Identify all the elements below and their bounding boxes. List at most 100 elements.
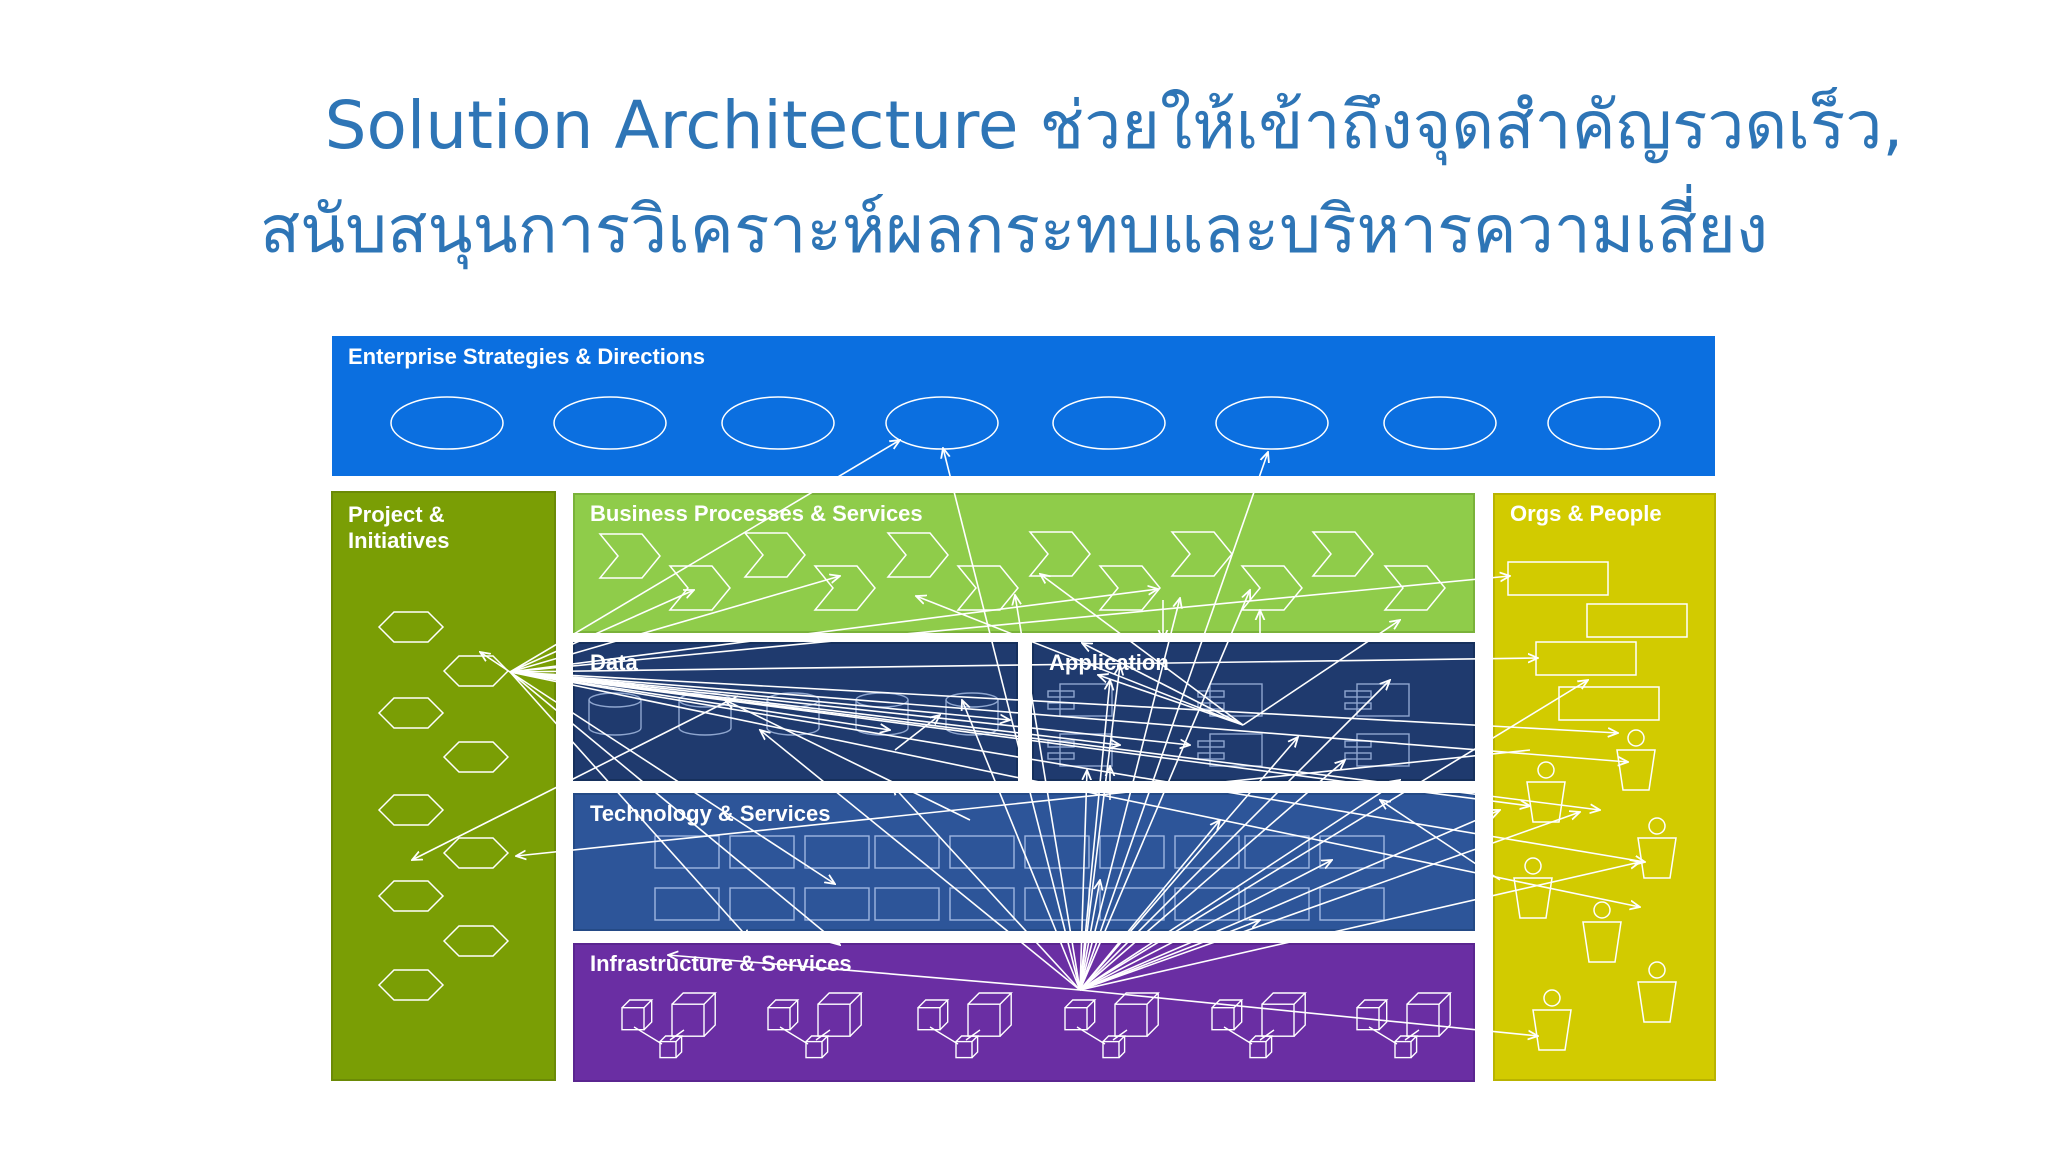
person-figure [1637, 961, 1677, 1023]
technology-box [949, 887, 1015, 921]
dependency-arrow [509, 671, 1010, 720]
dependency-arrow [1098, 675, 1244, 726]
dependency-arrow [962, 700, 1081, 991]
person-figure [1616, 729, 1656, 791]
dependency-arrow [1079, 452, 1268, 991]
org-box [1558, 686, 1660, 721]
technology-box [1099, 887, 1165, 921]
process-chevrons [598, 531, 1446, 611]
project-hexagons [377, 611, 510, 1001]
project-hexagon [442, 741, 510, 773]
projects-label-line-1: Project & [348, 502, 445, 527]
project-hexagon [377, 611, 445, 643]
dependency-arrow [509, 658, 1538, 673]
dependency-arrow [1079, 810, 1500, 991]
dependency-arrow [1242, 620, 1400, 726]
technology-box [1244, 835, 1310, 869]
dependency-arrow [509, 671, 835, 884]
dependency-arrow [1079, 880, 1100, 991]
process-chevron [1170, 531, 1233, 577]
application-component [1197, 733, 1263, 767]
technology-box [654, 887, 720, 921]
dependency-arrow [1079, 737, 1298, 991]
dependency-arrow [509, 671, 750, 940]
process-chevron [1240, 565, 1303, 611]
dependency-arrow [509, 440, 900, 673]
dependency-arrow [892, 785, 1081, 991]
infrastructure-panel [573, 943, 1475, 1082]
business-label: Business Processes & Services [590, 501, 923, 526]
dependency-arrow [509, 671, 1618, 733]
dependency-arrow [1079, 665, 1120, 991]
org-box [1586, 603, 1688, 638]
process-chevron [743, 532, 806, 578]
dependency-arrow [1079, 862, 1640, 991]
dependency-arrow [1079, 680, 1390, 991]
process-chevron [598, 533, 661, 579]
process-chevron [813, 565, 876, 611]
orgs-label: Orgs & People [1510, 501, 1662, 526]
process-chevron [1383, 565, 1446, 611]
technology-box [1174, 887, 1240, 921]
project-hexagon [442, 837, 510, 869]
technology-box [804, 835, 870, 869]
strategy-oval [1547, 396, 1661, 450]
technology-box [804, 887, 870, 921]
dependency-arrow [412, 695, 739, 860]
dependency-arrow [760, 730, 1081, 991]
dependency-arrow [1079, 820, 1220, 991]
dependency-arrows [412, 440, 1645, 1036]
orgs-panel [1493, 493, 1716, 1081]
dependency-arrow [1015, 595, 1081, 991]
technology-box [1024, 835, 1090, 869]
project-hexagon [442, 925, 510, 957]
dependency-arrow [1079, 920, 1260, 991]
page-title-line-1: Solution Architecture ช่วยให้เข้าถึงจุดส… [324, 87, 1904, 164]
dependency-arrow [1082, 643, 1244, 726]
dependency-arrow [509, 671, 1628, 762]
dependency-arrow [1079, 780, 1400, 991]
dependency-arrow [1380, 800, 1501, 881]
projects-label-line-2: Initiatives [348, 528, 449, 553]
dependency-arrow [516, 749, 1531, 856]
dependency-arrow [509, 671, 1530, 806]
strategies-panel [332, 336, 1715, 476]
page-title-line-2: สนับสนุนการวิเคราะห์ผลกระทบและบริหารความ… [259, 191, 1769, 268]
strategy-oval [721, 396, 835, 450]
strategies-label: Enterprise Strategies & Directions [348, 344, 705, 369]
infrastructure-label: Infrastructure & Services [590, 951, 852, 976]
dependency-arrow [509, 671, 1600, 810]
project-hexagon [377, 697, 445, 729]
technology-box [874, 835, 940, 869]
dependency-arrow [509, 589, 1158, 673]
technology-box [874, 887, 940, 921]
dependency-arrow [1079, 590, 1250, 991]
person-figure [1513, 857, 1553, 919]
application-component [1344, 683, 1410, 717]
dependency-arrow [509, 590, 694, 673]
dependency-arrow [668, 955, 1081, 991]
strategy-oval [1215, 396, 1329, 450]
dependency-arrow [509, 671, 1190, 745]
strategy-ovals [390, 396, 1661, 450]
process-chevron [1028, 531, 1091, 577]
strategy-oval [553, 396, 667, 450]
dependency-arrow [1040, 574, 1244, 726]
technology-box [1319, 835, 1385, 869]
project-hexagon [377, 969, 445, 1001]
technology-box [729, 887, 795, 921]
dependency-arrow [1079, 989, 1538, 1036]
dependency-arrow [1079, 770, 1087, 991]
dependency-arrow [509, 671, 840, 945]
project-hexagon [377, 880, 445, 912]
strategy-oval [1052, 396, 1166, 450]
dependency-arrow [1079, 680, 1588, 991]
dependency-arrow [725, 700, 971, 821]
dependency-arrow [1079, 812, 1580, 991]
infrastructure-nodes [621, 992, 1452, 1059]
strategy-oval [390, 396, 504, 450]
process-chevron [1311, 531, 1374, 577]
dependency-arrow [509, 671, 890, 730]
dependency-arrow [916, 596, 1244, 726]
